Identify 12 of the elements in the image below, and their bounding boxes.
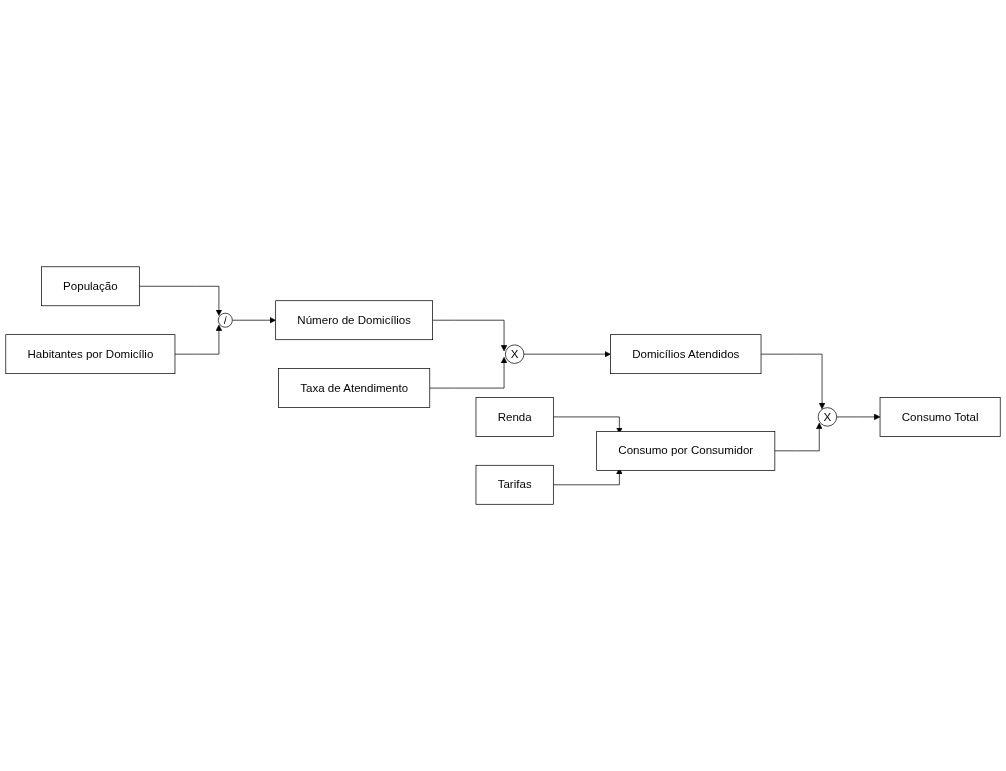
node-box: Número de Domicílios [275,300,433,341]
node-circle: X [505,344,525,364]
node-box: Renda [475,397,554,437]
node-box: Consumo por Consumidor [596,430,776,471]
node-circle: X [817,407,838,427]
node-box: População [41,266,140,307]
node-box: Tarifas [475,464,554,505]
node-box: Taxa de Atendimento [278,368,431,408]
node-box: Consumo Total [879,397,1001,437]
node-circle: / [217,312,233,328]
node-box: Habitantes por Domicílio [5,334,176,374]
node-box: Domicílios Atendidos [610,334,762,374]
